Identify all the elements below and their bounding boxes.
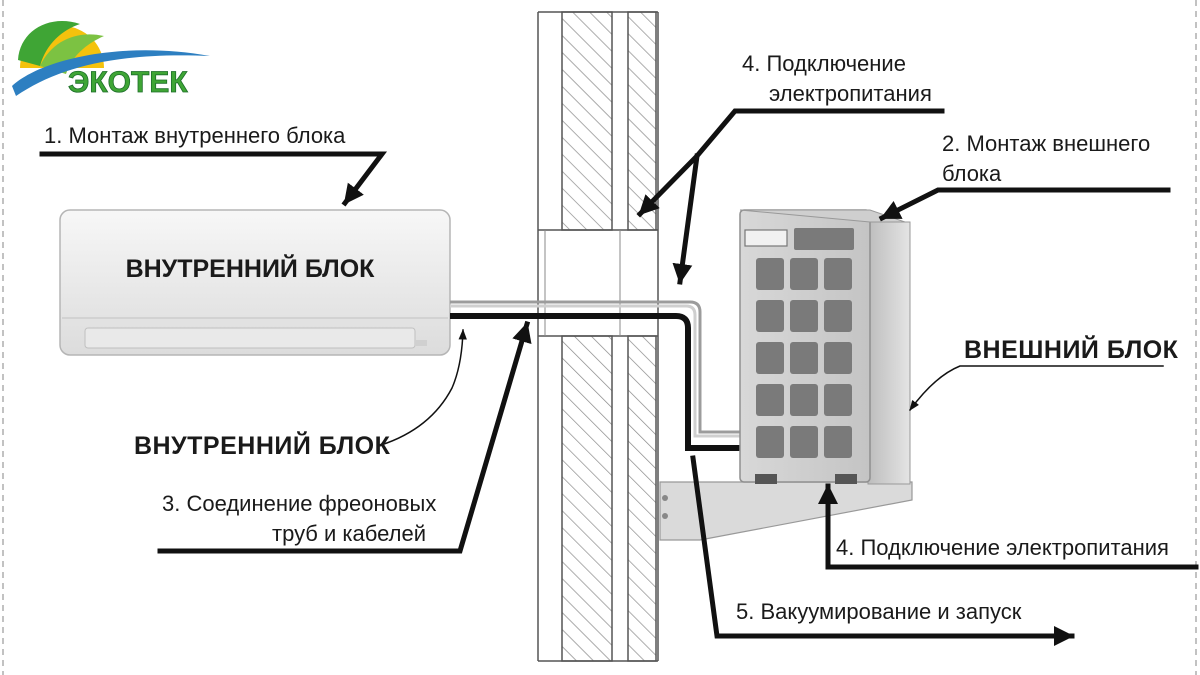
wall (537, 0, 659, 675)
indoor-unit-label: ВНУТРЕННИЙ БЛОК (126, 253, 376, 283)
label-step5: 5. Вакуумирование и запуск (736, 599, 1022, 624)
outdoor-unit-grille (756, 258, 852, 458)
wall-hatch-left-top (561, 11, 613, 231)
wall-hatch-right-bottom (627, 335, 657, 662)
logo-leaf-icon (18, 21, 80, 66)
wall-hatch-left-bottom (561, 335, 613, 662)
refrigerant-pipes (450, 300, 740, 451)
label-step1: 1. Монтаж внутреннего блока (44, 123, 346, 148)
label-step3-line2: труб и кабелей (272, 521, 426, 546)
label-outdoor-unit: ВНЕШНИЙ БЛОК (964, 336, 1179, 364)
arrow-step2 (878, 187, 1171, 222)
ekotek-logo: ЭКОТЕК (12, 21, 210, 99)
logo-text: ЭКОТЕК (68, 66, 188, 99)
label-step2-line2: блока (942, 161, 1002, 186)
label-step4-bottom: 4. Подключение электропитания (836, 535, 1169, 560)
label-indoor-unit-callout: ВНУТРЕННИЙ БЛОК (134, 432, 391, 460)
indoor-unit: ВНУТРЕННИЙ БЛОК (59, 209, 451, 356)
outdoor-unit (739, 209, 911, 485)
label-step3-line1: 3. Соединение фреоновых (162, 491, 437, 516)
label-step2-line1: 2. Монтаж внешнего (942, 131, 1151, 156)
arrow-step4-top-a (636, 108, 945, 218)
label-step4-top-line1: 4. Подключение (742, 51, 906, 76)
callout-indoor-unit (377, 328, 467, 447)
label-step4-top-line2: электропитания (769, 81, 932, 106)
logo-swoosh-icon (12, 50, 210, 96)
arrow-step3 (157, 320, 532, 554)
arrow-step4-bottom (818, 483, 1199, 570)
arrow-step4-top-b (672, 153, 700, 285)
arrow-step5 (690, 455, 1075, 646)
arrow-step1 (39, 151, 388, 207)
wall-hatch-right-top (627, 11, 657, 231)
callout-outdoor-unit (908, 365, 1164, 412)
leader-lines (39, 108, 1199, 646)
